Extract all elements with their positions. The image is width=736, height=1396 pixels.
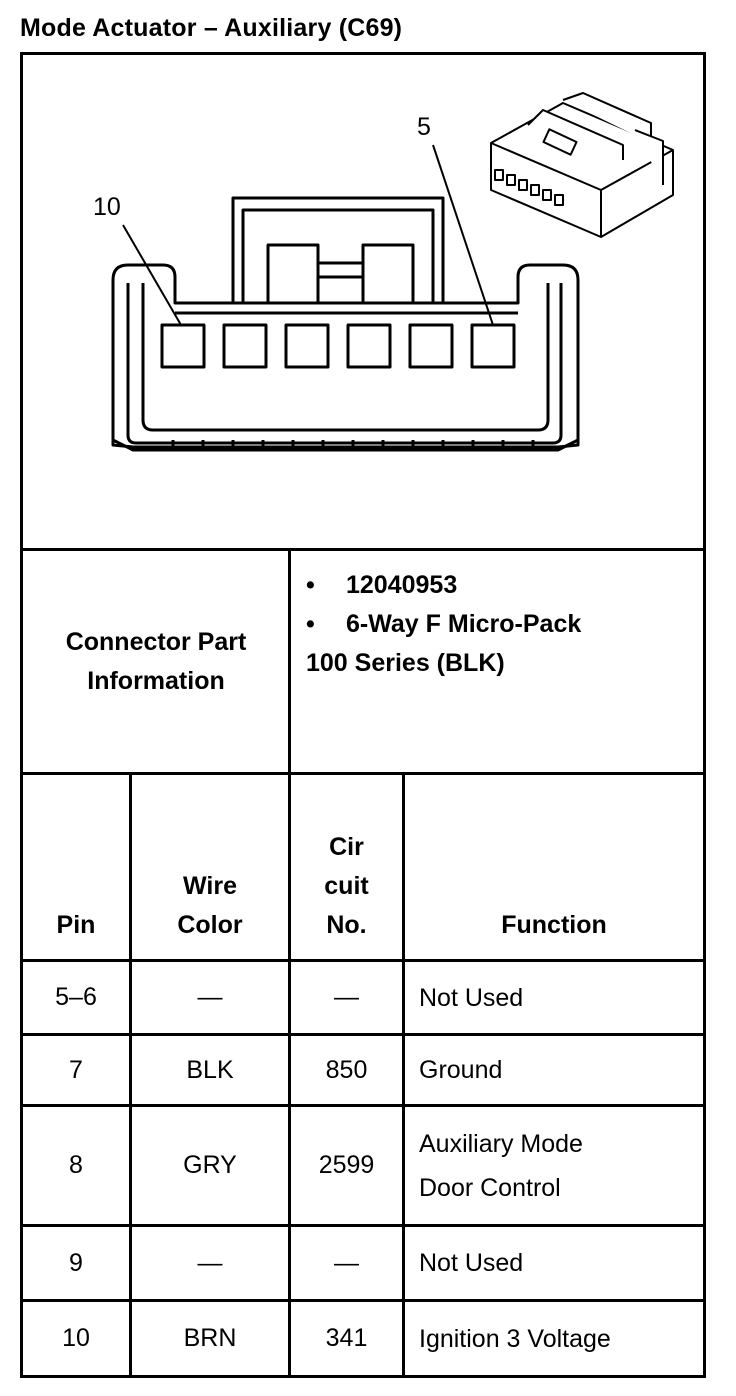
column-header-pin: Pin: [56, 911, 96, 939]
cell-function: Ground: [419, 1056, 503, 1084]
cell-circuit: 850: [325, 1055, 368, 1084]
connector-info-values: • 12040953 • 6-Way F Micro-Pack 100 Seri…: [306, 566, 581, 683]
cell-pin: 5–6: [55, 983, 97, 1011]
part-number: 12040953: [346, 571, 458, 599]
cell-function: Ignition 3 Voltage: [419, 1324, 611, 1353]
column-header-wire-color: Wire Color: [132, 867, 288, 945]
cell-pin: 7: [69, 1055, 83, 1084]
list-item: • 12040953: [306, 566, 581, 605]
pin-label-5: 5: [417, 113, 431, 141]
cell-function: Not Used: [419, 1249, 524, 1277]
column-header-wire-line2: Color: [177, 911, 243, 939]
connector-info-label-line2: Information: [87, 666, 225, 695]
cell-wire-color: GRY: [183, 1151, 237, 1179]
connector-type: 6-Way F Micro-Pack: [346, 610, 582, 638]
cell-circuit: —: [334, 1248, 359, 1277]
cell-function: Not Used: [419, 983, 524, 1012]
column-header-circuit-line2: cuit: [324, 872, 369, 900]
connector-diagram: 10 5: [23, 55, 703, 548]
column-header-circuit-line1: Cir: [329, 833, 364, 861]
divider: [20, 1299, 706, 1302]
cell-wire-color: BLK: [186, 1055, 234, 1084]
column-header-wire-line1: Wire: [183, 872, 237, 900]
divider: [129, 772, 132, 1378]
cell-function-line2: Door Control: [419, 1173, 561, 1202]
divider: [20, 959, 706, 962]
list-item: • 6-Way F Micro-Pack: [306, 605, 581, 644]
cell-pin: 8: [69, 1151, 83, 1179]
pin-label-10: 10: [93, 193, 121, 221]
cell-wire-color: —: [197, 983, 223, 1011]
bullet-icon: •: [306, 610, 315, 638]
divider: [20, 1104, 706, 1107]
cell-wire-color: —: [197, 1248, 223, 1277]
bullet-icon: •: [306, 571, 315, 599]
divider: [20, 548, 706, 551]
cell-pin: 9: [69, 1248, 83, 1277]
connector-info-label-line1: Connector Part: [65, 627, 247, 656]
page-title: Mode Actuator – Auxiliary (C69): [20, 14, 403, 42]
cell-function: Auxiliary Mode Door Control: [405, 1107, 703, 1224]
connector-isometric-icon: [490, 92, 674, 238]
column-header-circuit-line3: No.: [326, 911, 367, 939]
divider: [288, 548, 291, 1378]
connector-series: 100 Series (BLK): [306, 649, 505, 677]
column-header-function: Function: [501, 911, 607, 939]
cell-circuit: —: [334, 983, 359, 1011]
cell-wire-color: BRN: [183, 1324, 237, 1352]
divider: [20, 1033, 706, 1036]
column-header-circuit: Cir cuit No.: [291, 828, 402, 945]
divider: [20, 772, 706, 775]
connector-info-label: Connector Part Information: [23, 551, 289, 772]
connector-face-outline: [111, 263, 580, 449]
cell-circuit: 2599: [318, 1151, 375, 1179]
cell-function-line1: Auxiliary Mode: [419, 1129, 583, 1158]
connector-table-frame: [20, 52, 706, 1378]
cell-circuit: 341: [325, 1324, 368, 1352]
divider: [20, 1224, 706, 1227]
cell-pin: 10: [62, 1324, 90, 1352]
divider: [402, 772, 405, 1378]
